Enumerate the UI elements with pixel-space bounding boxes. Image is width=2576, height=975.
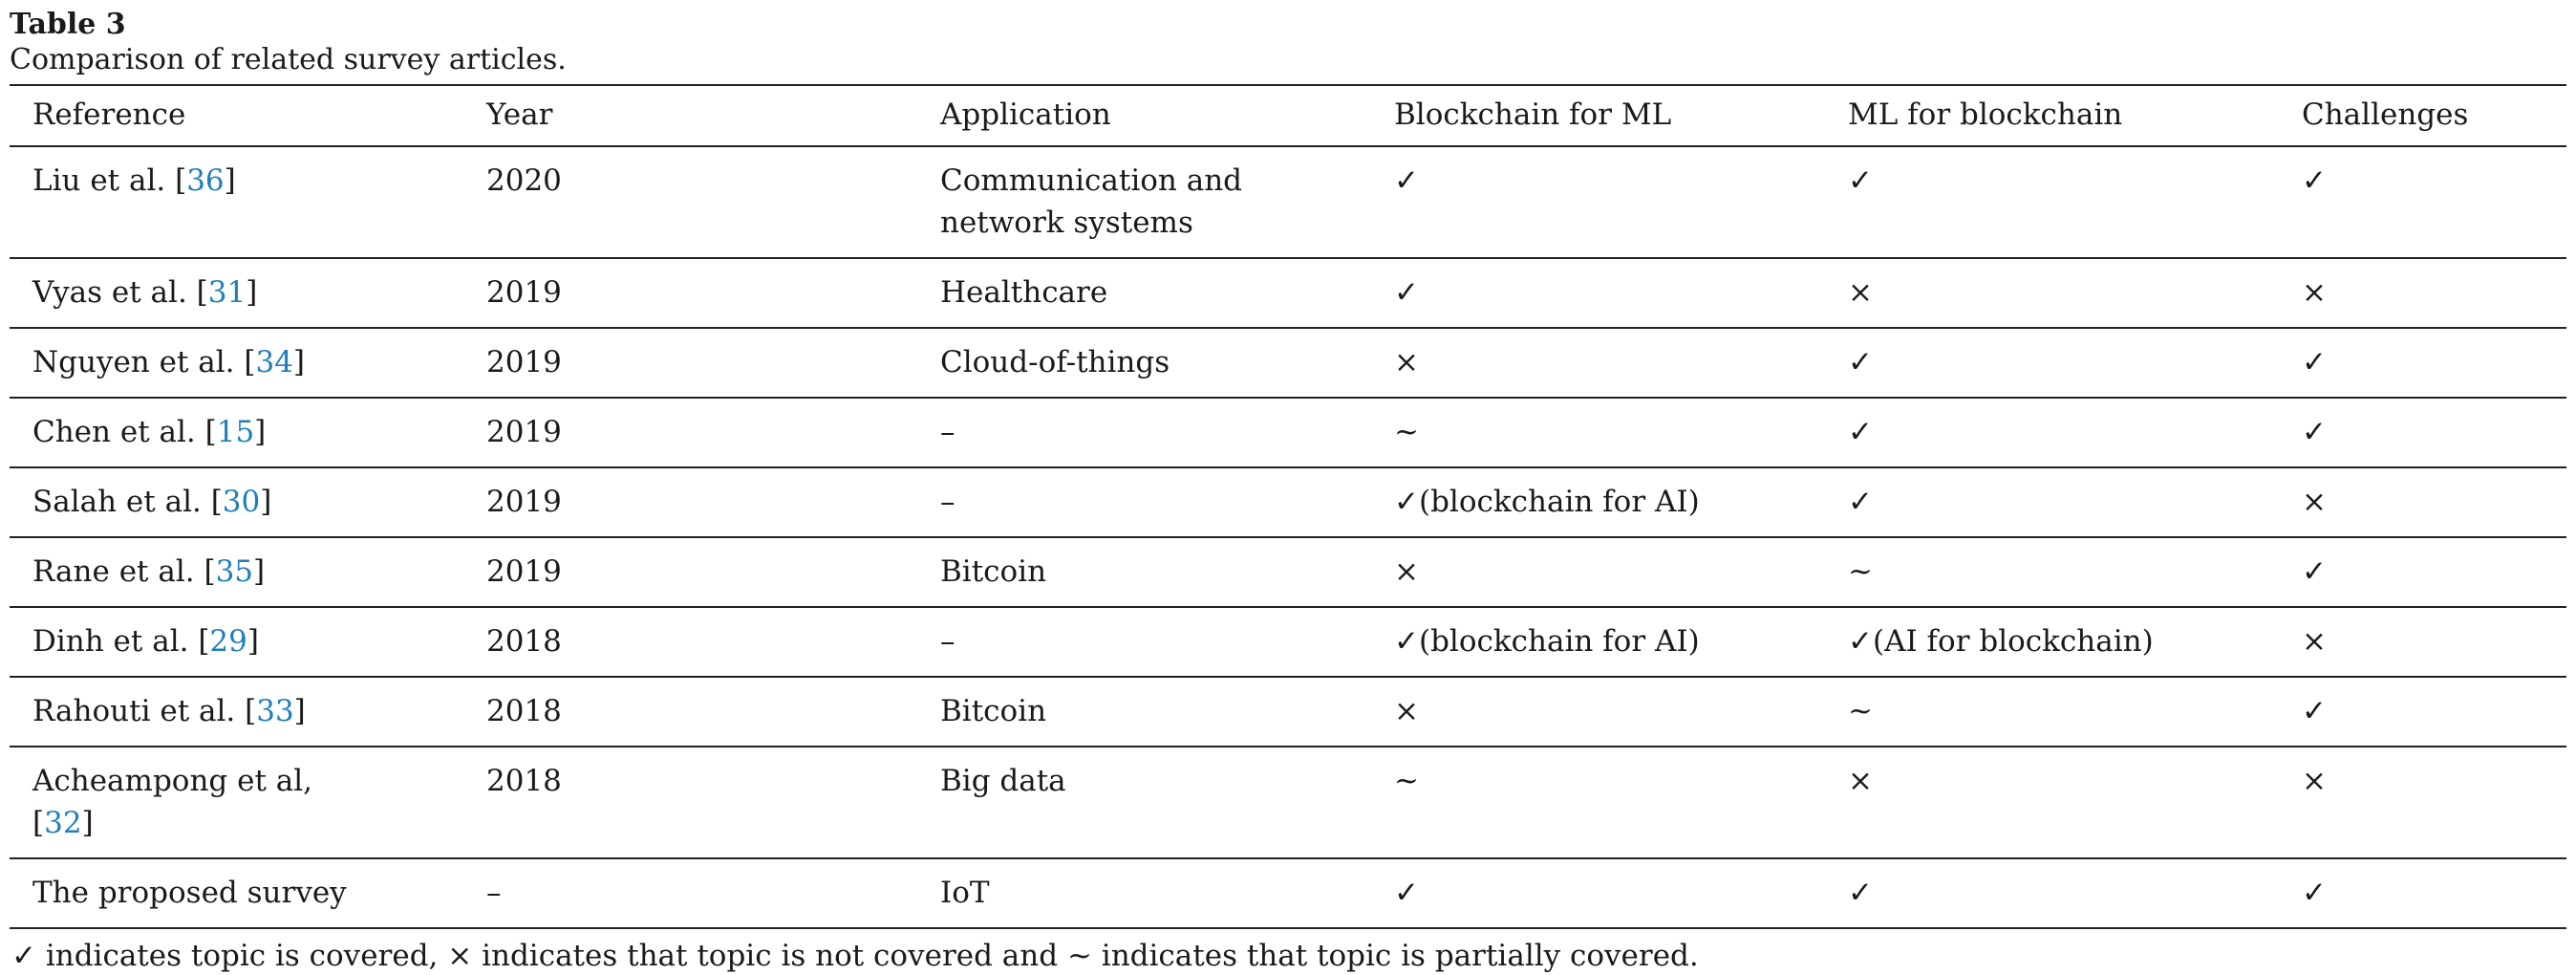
cell-blockchain-for-ml: ✓ [1371, 146, 1825, 259]
cell-application: – [917, 467, 1371, 538]
header-reference: Reference [10, 84, 463, 147]
header-challenges: Challenges [2279, 84, 2566, 147]
paper-page: Table 3 Comparison of related survey art… [10, 8, 2566, 973]
citation-link[interactable]: 30 [222, 485, 261, 519]
header-blockchain-for-ml: Blockchain for ML [1371, 84, 1825, 147]
cell-reference: Acheampong et al,[32] [10, 747, 463, 859]
cell-application: Healthcare [917, 258, 1371, 329]
cell-year: 2019 [463, 328, 917, 399]
cell-application: – [917, 398, 1371, 468]
cell-year: 2019 [463, 258, 917, 329]
cell-blockchain-for-ml: ✓ [1371, 858, 1825, 929]
cell-reference: Chen et al. [15] [10, 398, 463, 468]
cell-year: 2018 [463, 607, 917, 678]
table-row: Rane et al. [35] 2019 Bitcoin × ~ ✓ [10, 537, 2566, 608]
cell-challenges: ✓ [2279, 328, 2566, 399]
cell-challenges: ✓ [2279, 146, 2566, 259]
table-row: Nguyen et al. [34] 2019 Cloud-of-things … [10, 328, 2566, 399]
cell-blockchain-for-ml: × [1371, 328, 1825, 399]
cell-challenges: ✓ [2279, 537, 2566, 608]
cell-ml-for-blockchain: ✓ [1825, 858, 2279, 929]
cell-blockchain-for-ml: ~ [1371, 747, 1825, 859]
cell-reference: Liu et al. [36] [10, 146, 463, 259]
table-label: Table 3 [10, 8, 126, 41]
table-row: Liu et al. [36] 2020 Communication and n… [10, 146, 2566, 259]
citation-link[interactable]: 15 [216, 415, 255, 449]
citation-link[interactable]: 31 [207, 275, 247, 310]
cell-blockchain-for-ml: ✓(blockchain for AI) [1371, 467, 1825, 538]
cell-ml-for-blockchain: ✓ [1825, 328, 2279, 399]
cell-ml-for-blockchain: ~ [1825, 677, 2279, 748]
cell-challenges: ✓ [2279, 398, 2566, 468]
table-row: Rahouti et al. [33] 2018 Bitcoin × ~ ✓ [10, 677, 2566, 748]
table-row: Dinh et al. [29] 2018 – ✓(blockchain for… [10, 607, 2566, 678]
cell-blockchain-for-ml: ✓(blockchain for AI) [1371, 607, 1825, 678]
cell-reference: Dinh et al. [29] [10, 607, 463, 678]
cell-ml-for-blockchain: ✓ [1825, 146, 2279, 259]
table-row: Salah et al. [30] 2019 – ✓(blockchain fo… [10, 467, 2566, 538]
cell-application: IoT [917, 858, 1371, 929]
citation-link[interactable]: 29 [209, 624, 247, 659]
cell-ml-for-blockchain: ~ [1825, 537, 2279, 608]
citation-link[interactable]: 36 [186, 163, 225, 198]
cell-year: 2019 [463, 398, 917, 468]
citation-link[interactable]: 34 [255, 345, 293, 379]
cell-challenges: × [2279, 747, 2566, 859]
cell-application: Big data [917, 747, 1371, 859]
cell-application: Cloud-of-things [917, 328, 1371, 399]
header-year: Year [463, 84, 917, 147]
cell-ml-for-blockchain: × [1825, 747, 2279, 859]
cell-year: – [463, 858, 917, 929]
cell-reference: Rahouti et al. [33] [10, 677, 463, 748]
comparison-table: Reference Year Application Blockchain fo… [10, 84, 2566, 929]
cell-reference: Rane et al. [35] [10, 537, 463, 608]
cell-reference: Salah et al. [30] [10, 467, 463, 538]
header-ml-for-blockchain: ML for blockchain [1825, 84, 2279, 147]
table-footnote: ✓ indicates topic is covered, × indicate… [11, 939, 1699, 973]
citation-link[interactable]: 35 [215, 554, 254, 589]
cell-ml-for-blockchain: ✓ [1825, 398, 2279, 468]
table-caption: Comparison of related survey articles. [10, 43, 567, 76]
cell-application: – [917, 607, 1371, 678]
table-row: Chen et al. [15] 2019 – ~ ✓ ✓ [10, 398, 2566, 468]
cell-blockchain-for-ml: ✓ [1371, 258, 1825, 329]
cell-year: 2020 [463, 146, 917, 259]
cell-reference: The proposed survey [10, 858, 463, 929]
table-header-row: Reference Year Application Blockchain fo… [10, 84, 2566, 147]
table-row: The proposed survey – IoT ✓ ✓ ✓ [10, 858, 2566, 929]
citation-link[interactable]: 32 [44, 806, 82, 840]
cell-blockchain-for-ml: × [1371, 537, 1825, 608]
cell-reference: Vyas et al. [31] [10, 258, 463, 329]
cell-year: 2018 [463, 747, 917, 859]
cell-year: 2019 [463, 467, 917, 538]
cell-ml-for-blockchain: × [1825, 258, 2279, 329]
citation-link[interactable]: 33 [256, 694, 294, 728]
table-row: Acheampong et al,[32] 2018 Big data ~ × … [10, 747, 2566, 859]
header-application: Application [917, 84, 1371, 147]
cell-ml-for-blockchain: ✓ [1825, 467, 2279, 538]
cell-application: Communication and network systems [917, 146, 1371, 259]
cell-year: 2018 [463, 677, 917, 748]
cell-application: Bitcoin [917, 537, 1371, 608]
cell-challenges: ✓ [2279, 858, 2566, 929]
cell-year: 2019 [463, 537, 917, 608]
cell-challenges: ✓ [2279, 677, 2566, 748]
cell-challenges: × [2279, 607, 2566, 678]
cell-blockchain-for-ml: × [1371, 677, 1825, 748]
cell-application: Bitcoin [917, 677, 1371, 748]
cell-reference: Nguyen et al. [34] [10, 328, 463, 399]
cell-ml-for-blockchain: ✓(AI for blockchain) [1825, 607, 2279, 678]
cell-challenges: × [2279, 258, 2566, 329]
cell-challenges: × [2279, 467, 2566, 538]
table-row: Vyas et al. [31] 2019 Healthcare ✓ × × [10, 258, 2566, 329]
cell-blockchain-for-ml: ~ [1371, 398, 1825, 468]
